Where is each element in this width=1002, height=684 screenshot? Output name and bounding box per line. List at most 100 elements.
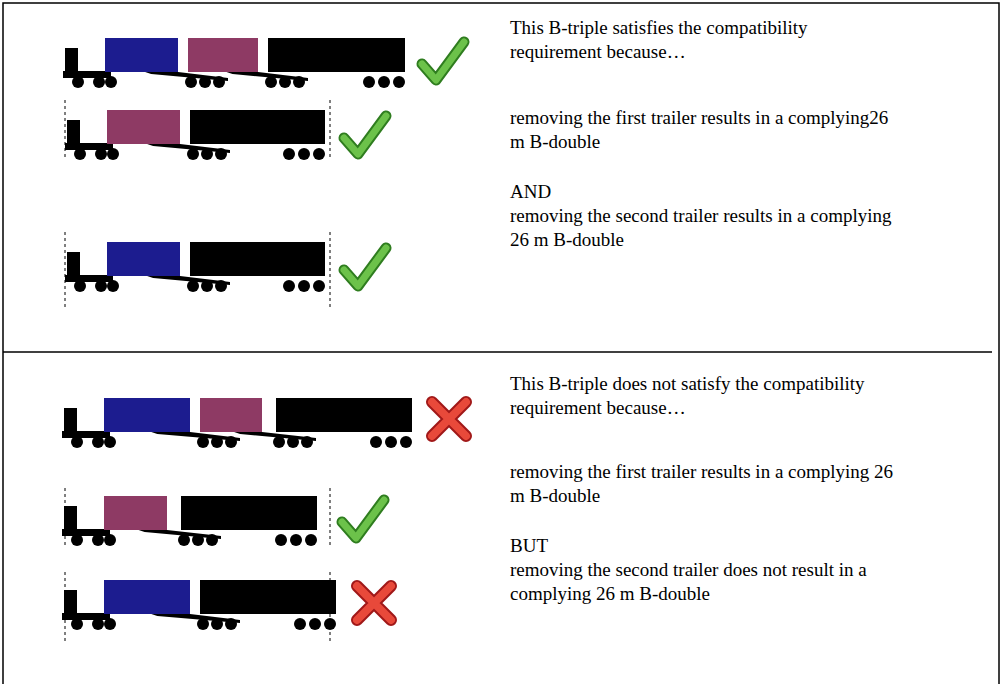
wheel	[211, 618, 223, 630]
wheel	[72, 76, 84, 88]
wheel	[95, 280, 107, 292]
chassis	[65, 275, 113, 282]
wheel	[290, 534, 302, 546]
cross-mark	[432, 402, 466, 436]
cross-mark	[357, 586, 391, 620]
cab	[64, 408, 77, 435]
trailer	[276, 398, 412, 432]
wheel	[324, 618, 336, 630]
cab	[67, 252, 80, 279]
check-mark	[422, 42, 464, 80]
explanation-text: removing the second trailer results in a…	[510, 204, 900, 252]
wheel	[104, 618, 116, 630]
wheel	[393, 76, 405, 88]
explanation-text: This B-triple satisfies the compatibilit…	[510, 16, 900, 64]
wheel	[104, 534, 116, 546]
trailer	[268, 38, 405, 72]
check-mark	[342, 500, 384, 538]
wheel	[187, 148, 199, 160]
outer-border	[3, 3, 999, 684]
wheel	[293, 76, 305, 88]
wheel	[301, 436, 313, 448]
wheel	[93, 76, 105, 88]
explanation-text: This B-triple does not satisfy the compa…	[510, 372, 900, 420]
wheel	[279, 76, 291, 88]
wheel	[215, 148, 227, 160]
wheel	[298, 280, 310, 292]
chassis	[62, 613, 110, 620]
wheel	[305, 534, 317, 546]
trailer	[200, 580, 336, 614]
cab	[64, 506, 77, 533]
wheel	[107, 280, 119, 292]
wheel	[92, 436, 104, 448]
wheel	[197, 436, 209, 448]
check-mark	[344, 248, 386, 286]
wheel	[215, 280, 227, 292]
trailer	[104, 496, 167, 530]
wheel	[104, 436, 116, 448]
wheel	[185, 76, 197, 88]
trailer	[190, 242, 325, 276]
explanation-text: AND	[510, 180, 900, 204]
wheel	[95, 148, 107, 160]
wheel	[206, 534, 218, 546]
wheel	[298, 148, 310, 160]
chassis	[65, 143, 113, 150]
wheel	[71, 618, 83, 630]
truck-illustration	[62, 580, 336, 630]
divider	[3, 351, 992, 353]
chassis	[63, 71, 111, 78]
wheel	[199, 76, 211, 88]
explanation-text: removing the first trailer results in a …	[510, 106, 900, 154]
trailer	[107, 242, 180, 276]
wheel	[201, 148, 213, 160]
wheel	[225, 436, 237, 448]
wheel	[107, 148, 119, 160]
trailer	[104, 398, 190, 432]
trailer	[200, 398, 262, 432]
wheel	[400, 436, 412, 448]
chassis	[62, 529, 110, 536]
wheel	[201, 280, 213, 292]
wheel	[225, 618, 237, 630]
cab	[67, 120, 80, 147]
wheel	[283, 280, 295, 292]
trailer	[104, 580, 190, 614]
wheel	[283, 148, 295, 160]
wheel	[71, 436, 83, 448]
wheel	[370, 436, 382, 448]
wheel	[378, 76, 390, 88]
explanation-text: BUT	[510, 534, 900, 558]
wheel	[197, 618, 209, 630]
wheel	[74, 148, 86, 160]
trailer	[105, 38, 178, 72]
wheel	[275, 534, 287, 546]
wheel	[92, 618, 104, 630]
dashed-guides	[65, 100, 330, 642]
trailer	[107, 110, 180, 144]
wheel	[313, 280, 325, 292]
cab	[65, 48, 78, 75]
truck-illustration	[65, 110, 325, 160]
explanation-text: removing the first trailer results in a …	[510, 460, 900, 508]
wheel	[187, 280, 199, 292]
wheel	[363, 76, 375, 88]
wheel	[273, 436, 285, 448]
wheel	[265, 76, 277, 88]
trailer	[181, 496, 317, 530]
wheel	[313, 148, 325, 160]
trailer	[188, 38, 258, 72]
truck-illustration	[65, 242, 325, 292]
check-mark	[344, 116, 386, 154]
explanation-text: removing the second trailer does not res…	[510, 558, 900, 606]
truck-illustration	[62, 496, 317, 546]
chassis	[62, 431, 110, 438]
wheel	[92, 534, 104, 546]
wheel	[178, 534, 190, 546]
wheel	[287, 436, 299, 448]
wheel	[213, 76, 225, 88]
wheel	[74, 280, 86, 292]
wheel	[211, 436, 223, 448]
cab	[64, 590, 77, 617]
